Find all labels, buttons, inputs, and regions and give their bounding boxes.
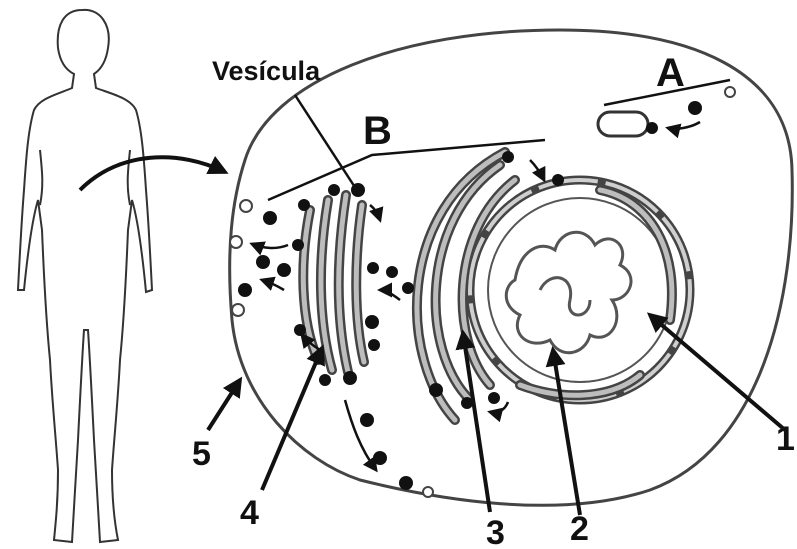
chromatin xyxy=(506,232,631,352)
structure-a xyxy=(598,112,648,136)
arrow-1 xyxy=(650,315,785,430)
arrow-4 xyxy=(262,348,322,490)
membrane-vesicle xyxy=(230,236,242,248)
label-1: 1 xyxy=(776,420,795,458)
human-silhouette xyxy=(18,10,152,542)
label-4: 4 xyxy=(240,494,259,532)
membrane-vesicle xyxy=(423,487,433,497)
body-to-cell-arrow xyxy=(80,157,225,190)
membrane-vesicle xyxy=(725,87,735,97)
leader-vesicula xyxy=(295,95,360,195)
label-5: 5 xyxy=(192,435,211,473)
arrow-2 xyxy=(553,350,580,515)
label-b: B xyxy=(363,109,392,153)
membrane-vesicle xyxy=(240,200,252,212)
arrow-5 xyxy=(208,380,240,430)
membrane-vesicle xyxy=(232,304,244,316)
label-vesicula: Vesícula xyxy=(212,56,321,86)
label-3: 3 xyxy=(486,514,505,549)
label-a: A xyxy=(656,51,685,95)
label-2: 2 xyxy=(570,510,589,548)
cell-membrane xyxy=(230,30,793,505)
nucleus xyxy=(470,180,690,400)
